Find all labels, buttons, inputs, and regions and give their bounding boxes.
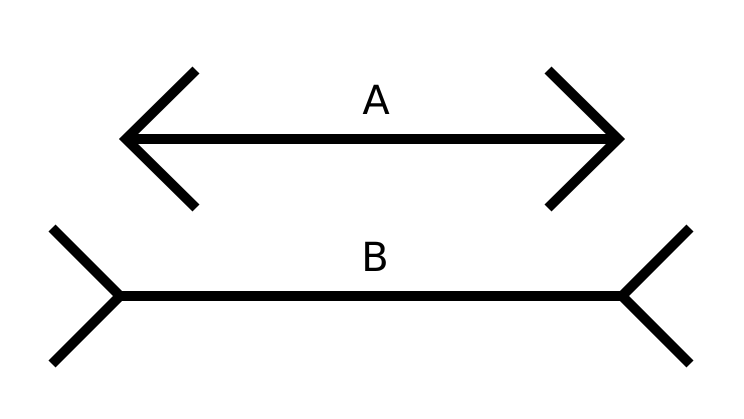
line-b-group: B: [48, 224, 694, 368]
line-b-right-fin: [614, 224, 694, 368]
line-a-left-arrowhead: [118, 66, 200, 212]
line-a-group: A: [118, 66, 626, 212]
line-b-left-fin: [48, 224, 128, 368]
line-b-label: B: [361, 235, 388, 281]
line-a-label: A: [362, 78, 390, 124]
line-a-right-arrowhead: [544, 66, 626, 212]
